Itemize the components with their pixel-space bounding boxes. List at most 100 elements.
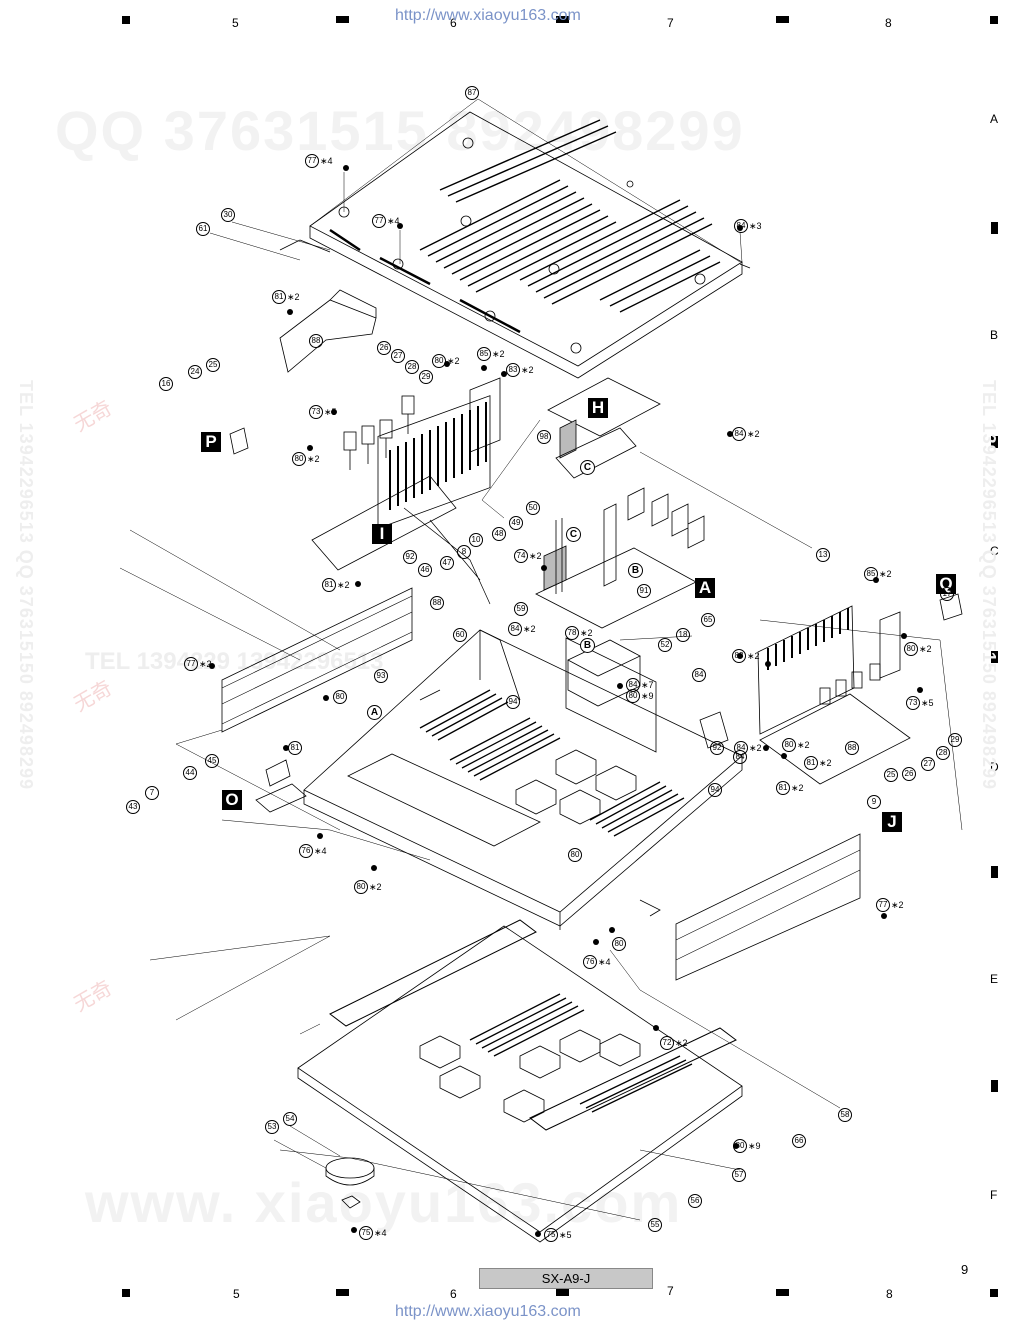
part-number: 75 [359, 1226, 373, 1240]
part-callout-80: 80∗2 [782, 738, 810, 752]
part-number: 80 [568, 848, 582, 862]
part-quantity: ∗5 [559, 1229, 572, 1240]
part-number: 10 [469, 533, 483, 547]
part-number: 85 [477, 347, 491, 361]
part-callout-65: 65 [701, 613, 715, 627]
watermark-tel-right: TEL 13942296513 QQ 376315150 892498299 [979, 380, 999, 790]
part-number: 65 [701, 613, 715, 627]
part-quantity: ∗2 [369, 881, 382, 892]
part-callout-88: 88 [309, 334, 323, 348]
part-callout-80: 80∗2 [432, 354, 460, 368]
part-number: 27 [391, 349, 405, 363]
part-callout-10: 10 [469, 533, 483, 547]
part-number: 9 [867, 795, 881, 809]
part-number: 91 [637, 584, 651, 598]
part-callout-50: 50 [526, 501, 540, 515]
part-callout-84: 84∗3 [734, 219, 762, 233]
part-callout-77: 77∗2 [184, 657, 212, 671]
part-callout-77: 77∗4 [372, 214, 400, 228]
part-callout-52: 52 [658, 638, 672, 652]
part-number: 77 [305, 154, 319, 168]
watermark-url-bottom: http://www.xiaoyu163.com [395, 1303, 581, 1320]
part-number: 80 [612, 937, 626, 951]
part-callout-7: 7 [145, 786, 159, 800]
part-callout-81: 81∗2 [272, 290, 300, 304]
part-callout-74: 74∗2 [514, 549, 542, 563]
part-number: 24 [188, 365, 202, 379]
part-callout-47: 47 [440, 556, 454, 570]
part-number: 54 [283, 1112, 297, 1126]
part-number: 17 [940, 587, 954, 601]
part-callout-81: 81∗2 [776, 781, 804, 795]
part-callout-49: 49 [509, 516, 523, 530]
part-callout-87: 87 [465, 86, 479, 100]
frame-marker [991, 651, 998, 663]
part-number: 98 [537, 430, 551, 444]
part-quantity: ∗4 [314, 845, 327, 856]
part-callout-54: 54 [283, 1112, 297, 1126]
assembly-label-i: I [372, 524, 392, 544]
part-callout-80: 80∗2 [354, 880, 382, 894]
part-callout-25: 25 [884, 768, 898, 782]
part-callout-84: 84∗2 [508, 622, 536, 636]
part-number: 53 [265, 1120, 279, 1134]
part-number: 74 [514, 549, 528, 563]
part-callout-29: 29 [948, 733, 962, 747]
part-number: 80 [432, 354, 446, 368]
part-number: 77 [184, 657, 198, 671]
part-callout-48: 48 [492, 527, 506, 541]
part-callout-80: 80 [568, 848, 582, 862]
part-number: 25 [206, 358, 220, 372]
part-number: 77 [372, 214, 386, 228]
part-callout-66: 66 [792, 1134, 806, 1148]
column-number: 6 [450, 16, 457, 30]
assembly-label-h: H [588, 398, 608, 418]
part-callout-30: 30 [221, 208, 235, 222]
part-number: 50 [526, 501, 540, 515]
part-quantity: ∗2 [675, 1037, 688, 1048]
part-quantity: ∗4 [387, 215, 400, 226]
page-number: 9 [961, 1262, 969, 1277]
assembly-label-o: O [222, 790, 242, 810]
part-number: 59 [514, 602, 528, 616]
part-callout-83: 83∗2 [732, 649, 760, 663]
part-quantity: ∗2 [891, 899, 904, 910]
part-number: 29 [948, 733, 962, 747]
part-callout-85: 85∗2 [477, 347, 505, 361]
part-callout-72: 72∗2 [660, 1036, 688, 1050]
part-number: 16 [159, 377, 173, 391]
part-callout-80: 80∗2 [292, 452, 320, 466]
part-number: 92 [403, 550, 417, 564]
part-number: 26 [902, 767, 916, 781]
part-number: 48 [492, 527, 506, 541]
part-number: 66 [792, 1134, 806, 1148]
part-callout-17: 17 [940, 587, 954, 601]
part-number: 52 [658, 638, 672, 652]
part-callout-92: 92 [403, 550, 417, 564]
column-number: 8 [886, 1287, 893, 1301]
part-callout-84: 84 [692, 668, 706, 682]
frame-marker [990, 1289, 998, 1297]
part-number: 77 [876, 898, 890, 912]
part-callout-88: 88 [845, 741, 859, 755]
part-callout-80: 80∗9 [733, 1139, 761, 1153]
part-number: 88 [845, 741, 859, 755]
row-letter: D [990, 760, 999, 774]
part-quantity: ∗2 [523, 623, 536, 634]
part-quantity: ∗5 [921, 697, 934, 708]
part-callout-56: 56 [688, 1194, 702, 1208]
part-number: 76 [299, 844, 313, 858]
part-quantity: ∗3 [749, 220, 762, 231]
part-quantity: ∗7 [641, 679, 654, 690]
part-callout-27: 27 [391, 349, 405, 363]
model-name: SX-A9-J [479, 1268, 653, 1289]
frame-marker [776, 16, 789, 23]
part-quantity: ∗2 [447, 355, 460, 366]
part-quantity: ∗2 [919, 643, 932, 654]
part-number: 30 [221, 208, 235, 222]
part-callout-13: 13 [816, 548, 830, 562]
part-callout-80: 80∗9 [626, 689, 654, 703]
part-callout-8: 8 [457, 545, 471, 559]
part-number: 8 [457, 545, 471, 559]
